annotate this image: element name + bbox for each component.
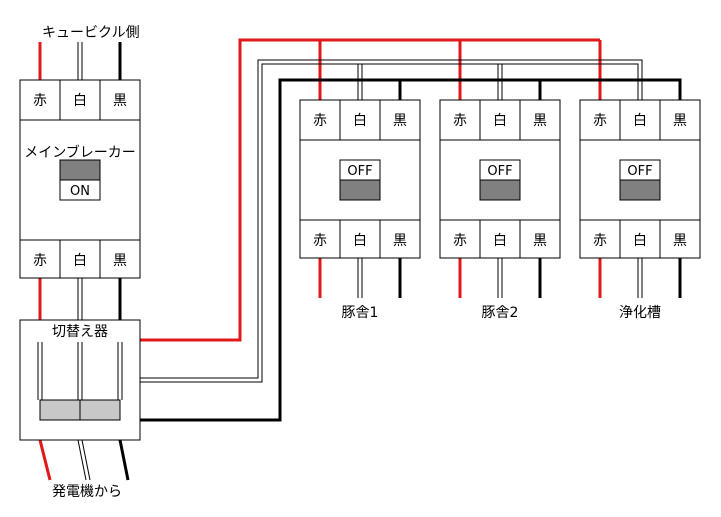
branch-3-top-terminal-white: 白 xyxy=(633,113,647,129)
branch-breaker-3: 赤 白 黒 OFF 赤 白 黒 浄化槽 xyxy=(579,99,701,321)
branch-3-bottom-terminal-white: 白 xyxy=(633,233,647,249)
switch-device-handle[interactable] xyxy=(39,399,121,421)
branch-1-bottom-terminal-white: 白 xyxy=(353,233,367,249)
wire-gen-red xyxy=(38,439,52,481)
branch-2-bottom-terminal-red: 赤 xyxy=(453,233,467,249)
branch-3-top-terminal-red: 赤 xyxy=(593,113,607,129)
branch-3-bottom-terminal-red: 赤 xyxy=(593,233,607,249)
main-bottom-terminal-black: 黒 xyxy=(113,253,127,269)
wire-main-white xyxy=(77,278,83,320)
bus-red xyxy=(140,38,602,342)
generator-label: 発電機から xyxy=(52,484,122,500)
branch-1-state: OFF xyxy=(347,164,372,179)
branch-1-bottom-terminal-black: 黒 xyxy=(393,233,407,249)
switch-internal-wires xyxy=(37,342,123,400)
wire-gen-white xyxy=(77,439,91,481)
branch-1-switch[interactable]: OFF xyxy=(339,159,381,201)
main-breaker-switch[interactable]: ON xyxy=(59,159,101,201)
bus-black xyxy=(140,78,682,422)
wires xyxy=(38,38,682,481)
main-bottom-terminal-red: 赤 xyxy=(33,253,47,269)
branch-1-top-terminal-white: 白 xyxy=(353,113,367,129)
switch-device-label: 切替え器 xyxy=(52,324,108,340)
branch-outputs xyxy=(318,258,682,298)
branch-2-top-terminal-white: 白 xyxy=(493,113,507,129)
branch-2-bottom-terminal-black: 黒 xyxy=(533,233,547,249)
branch-2-switch[interactable]: OFF xyxy=(479,159,521,201)
branch-3-top-terminal-black: 黒 xyxy=(673,113,687,129)
branch-1-bottom-terminal-red: 赤 xyxy=(313,233,327,249)
bus-white xyxy=(140,59,643,383)
cubicle-side-label: キュービクル側 xyxy=(42,25,140,41)
branch-2-bottom-terminal-white: 白 xyxy=(493,233,507,249)
branch-1-top-terminal-red: 赤 xyxy=(313,113,327,129)
main-breaker-state: ON xyxy=(70,184,90,199)
main-top-terminal-red: 赤 xyxy=(33,93,47,109)
main-bottom-terminal-white: 白 xyxy=(73,253,87,269)
branch-breaker-2: 赤 白 黒 OFF 赤 白 黒 豚舎2 xyxy=(439,99,561,321)
branch-2-top-terminal-black: 黒 xyxy=(533,113,547,129)
branch-2-state: OFF xyxy=(487,164,512,179)
branch-1-top-terminal-black: 黒 xyxy=(393,113,407,129)
branch-1-name: 豚舎1 xyxy=(342,305,379,321)
wire-cubicle-white xyxy=(77,42,83,80)
branch-2-name: 豚舎2 xyxy=(482,305,519,321)
main-top-terminal-white: 白 xyxy=(73,93,87,109)
branch-2-top-terminal-red: 赤 xyxy=(453,113,467,129)
branch-3-name: 浄化槽 xyxy=(619,305,661,321)
branch-breaker-1: 赤 白 黒 OFF 赤 白 黒 豚舎1 xyxy=(299,99,421,321)
branch-3-state: OFF xyxy=(627,164,652,179)
main-breaker: 赤 白 黒 メインブレーカー ON 赤 白 黒 xyxy=(19,79,141,279)
branch-3-switch[interactable]: OFF xyxy=(619,159,661,201)
wire-gen-black xyxy=(118,439,130,481)
main-top-terminal-black: 黒 xyxy=(113,93,127,109)
switch-device: 切替え器 xyxy=(19,319,141,441)
main-breaker-label: メインブレーカー xyxy=(24,144,136,161)
branch-3-bottom-terminal-black: 黒 xyxy=(673,233,687,249)
